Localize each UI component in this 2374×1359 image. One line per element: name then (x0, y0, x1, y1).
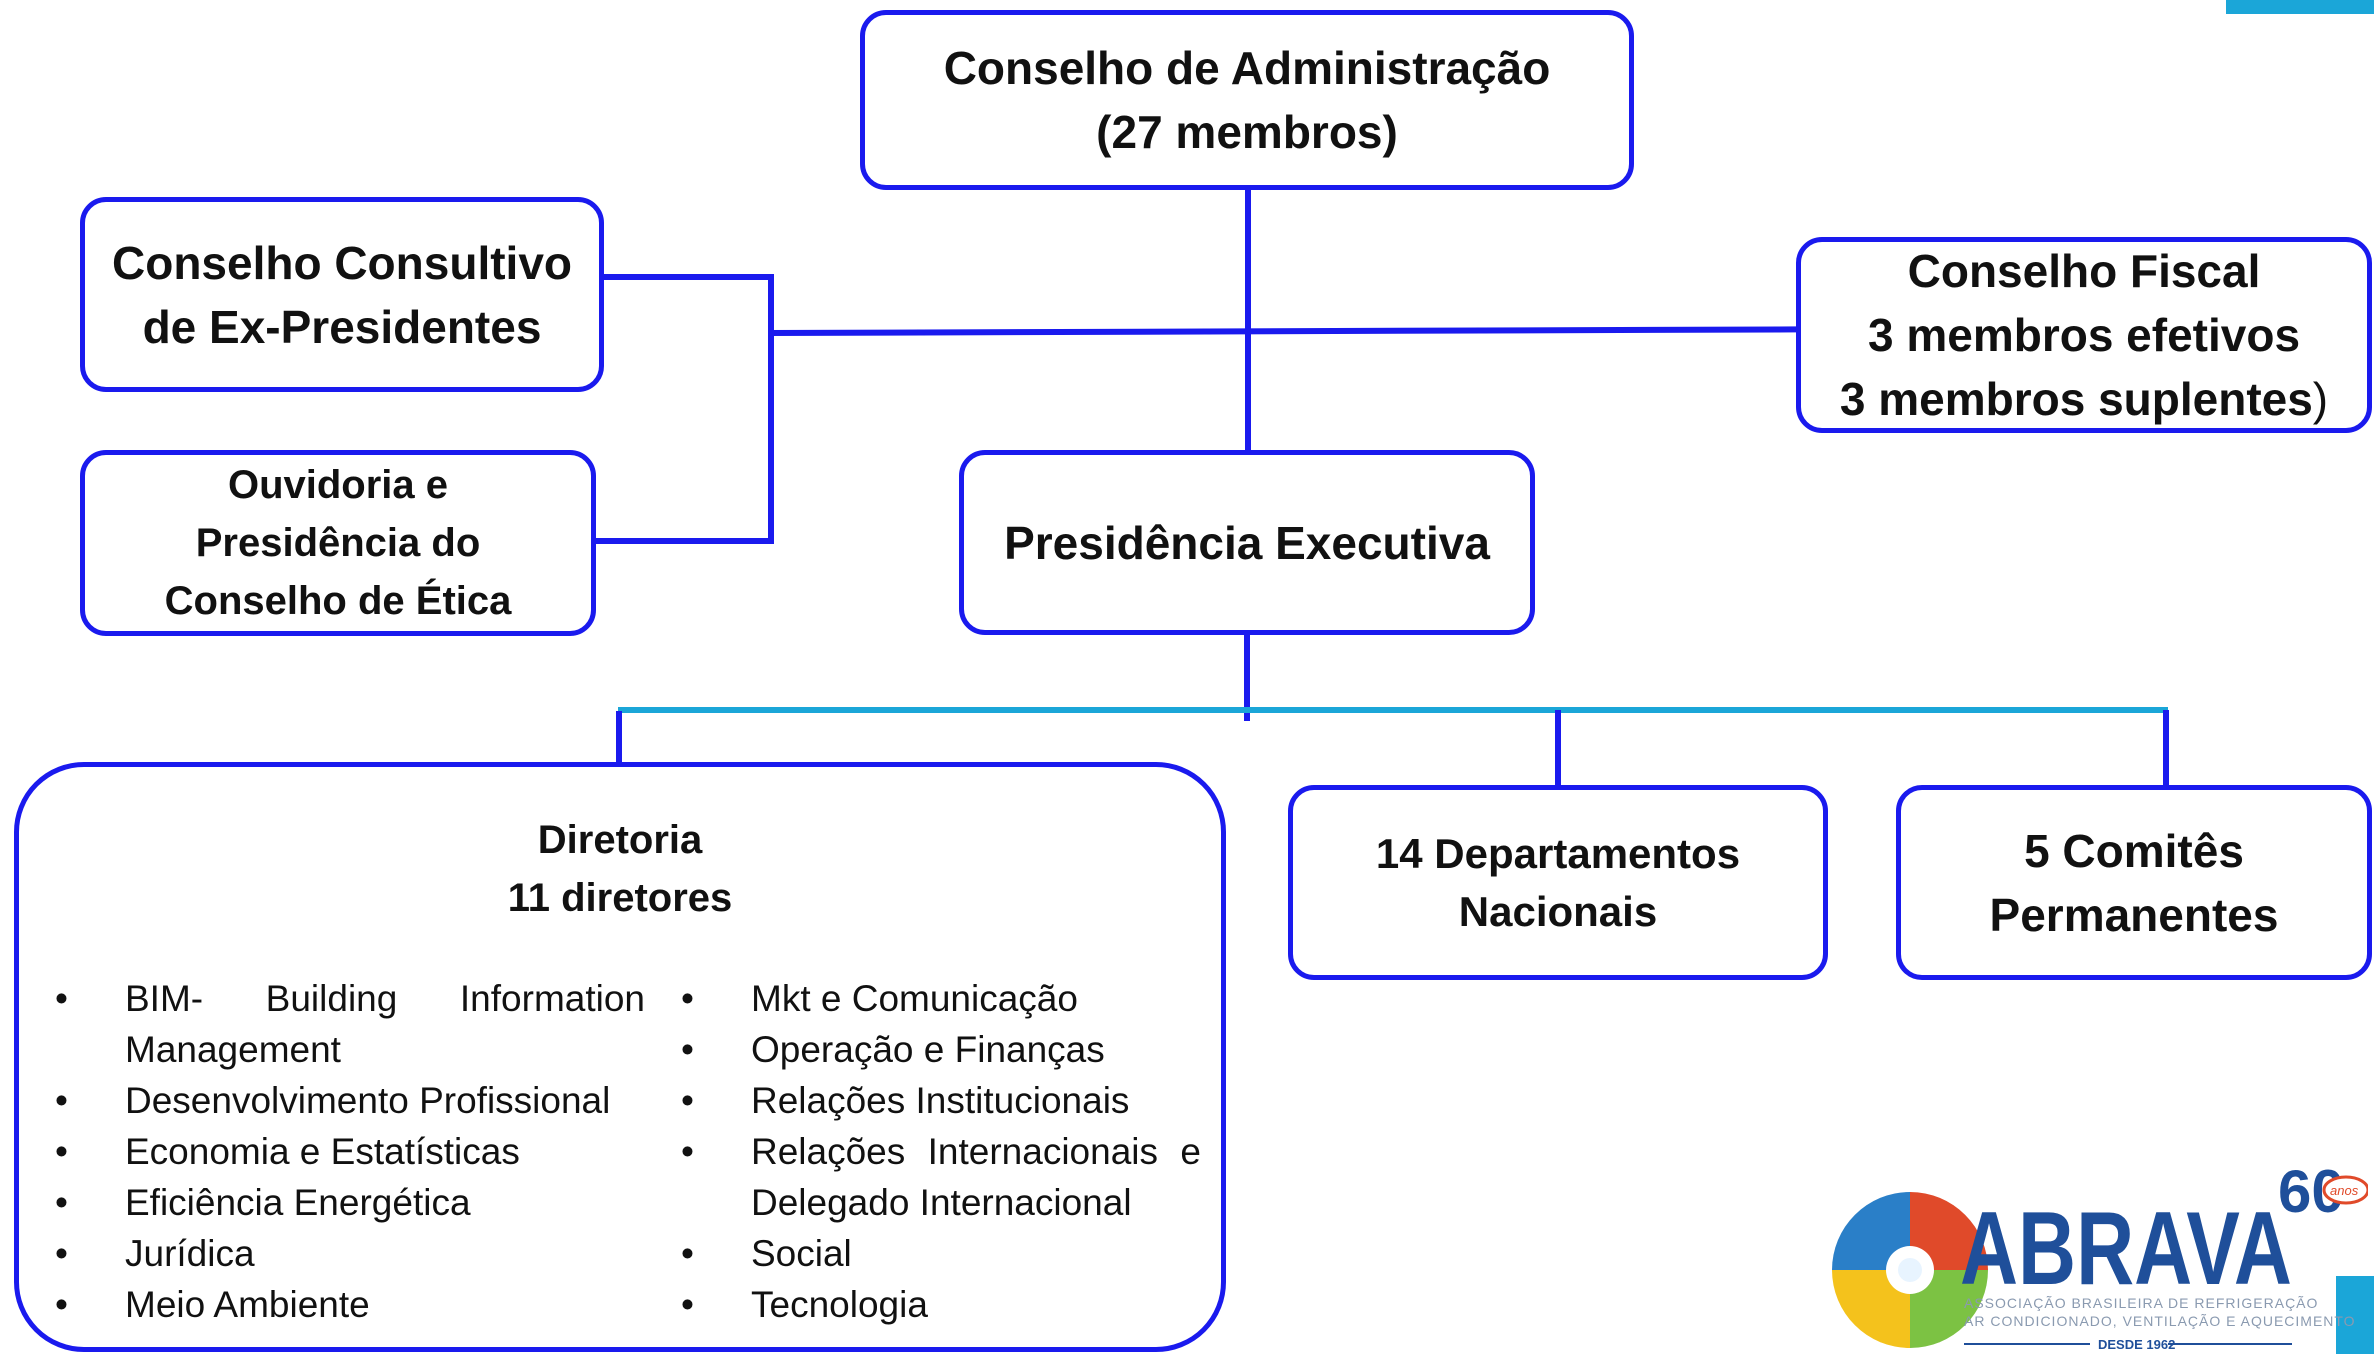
directorate-count: 11 diretores (507, 876, 733, 920)
fiscal-closing-paren: ) (2312, 373, 2329, 425)
list-item: Eficiência Energética (55, 1177, 645, 1228)
directorate-heading: Diretoria 11 diretores (19, 811, 1221, 927)
abrava-logo: ABRAVA ASSOCIAÇÃO BRASILEIRA DE REFRIGER… (1818, 1158, 2370, 1354)
fiscal-effective-members: 3 membros efetivos (1867, 309, 2301, 361)
bottom-right-accent (2336, 1276, 2374, 1354)
ombudsman-line-3: Conselho de Ética (164, 579, 512, 623)
fiscal-alternate-members-row: 3 membros suplentes) (1840, 367, 2328, 431)
ombudsman-line-2: Presidência do (195, 521, 481, 565)
departments-line-2: Nacionais (1458, 887, 1658, 935)
list-item: Meio Ambiente (55, 1279, 645, 1330)
advisory-bracket-vertical (768, 274, 774, 544)
list-item: Operação e Finanças (681, 1024, 1201, 1075)
advisory-line-1: Conselho Consultivo (112, 236, 572, 289)
logo-subtitle-2: AR CONDICIONADO, VENTILAÇÃO E AQUECIMENT… (1964, 1313, 2356, 1329)
list-item: Relações Institucionais (681, 1075, 1201, 1126)
list-item: Relações Internacionais e Delegado Inter… (681, 1126, 1201, 1228)
horizontal-council-connector (769, 326, 1799, 336)
executive-down-connector (1244, 635, 1250, 721)
departments-drop-connector (1555, 710, 1561, 786)
board-of-directors-box: Conselho de Administração (27 membros) (860, 10, 1634, 190)
ombudsman-bracket-bottom (596, 538, 774, 544)
permanent-committees-box: 5 Comitês Permanentes (1896, 785, 2372, 980)
list-item: Desenvolvimento Profissional (55, 1075, 645, 1126)
list-item: Tecnologia (681, 1279, 1201, 1330)
ombudsman-line-1: Ouvidoria e (227, 463, 449, 507)
committees-line-2: Permanentes (1989, 888, 2279, 941)
logo-subtitle-1: ASSOCIAÇÃO BRASILEIRA DE REFRIGERAÇÃO (1964, 1295, 2318, 1311)
bottom-horizontal-connector (618, 707, 2168, 713)
committees-line-1: 5 Comitês (2024, 824, 2244, 877)
board-to-executive-connector (1245, 190, 1251, 452)
directorate-list-right: Mkt e Comunicação Operação e Finanças Re… (681, 973, 1201, 1330)
list-item: Economia e Estatísticas (55, 1126, 645, 1177)
directorate-drop-connector (616, 711, 622, 763)
logo-emblem-icon (1832, 1192, 1988, 1348)
list-item: Social (681, 1228, 1201, 1279)
board-members: (27 membros) (1096, 106, 1398, 158)
national-departments-box: 14 Departamentos Nacionais (1288, 785, 1828, 980)
directorate-box: Diretoria 11 diretores BIM- Building Inf… (14, 762, 1226, 1352)
board-title: Conselho de Administração (943, 42, 1551, 94)
fiscal-council-box: Conselho Fiscal 3 membros efetivos 3 mem… (1796, 237, 2372, 433)
ombudsman-ethics-box: Ouvidoria e Presidência do Conselho de É… (80, 450, 596, 636)
advisory-line-2: de Ex-Presidentes (142, 300, 542, 353)
advisory-bracket-top (604, 274, 774, 280)
executive-presidency-box: Presidência Executiva (959, 450, 1535, 635)
top-right-accent (2226, 0, 2374, 14)
executive-label: Presidência Executiva (1004, 516, 1490, 569)
logo-wordmark: ABRAVA (1960, 1191, 2292, 1307)
logo-since: DESDE 1962 (2098, 1337, 2175, 1352)
logo-anniversary-unit: anos (2330, 1183, 2359, 1198)
departments-line-1: 14 Departamentos (1375, 829, 1741, 877)
fiscal-title: Conselho Fiscal (1907, 245, 2261, 297)
list-item: Mkt e Comunicação (681, 973, 1201, 1024)
list-item: Jurídica (55, 1228, 645, 1279)
fiscal-alternate-members: 3 membros suplentes (1839, 373, 2313, 425)
committees-drop-connector (2163, 710, 2169, 786)
advisory-council-box: Conselho Consultivo de Ex-Presidentes (80, 197, 604, 392)
directorate-list-left: BIM- Building Information Management Des… (55, 973, 645, 1330)
directorate-title: Diretoria (537, 818, 703, 862)
abrava-logo-graphic: ABRAVA ASSOCIAÇÃO BRASILEIRA DE REFRIGER… (1832, 1158, 2370, 1352)
list-item: BIM- Building Information Management (55, 973, 645, 1075)
